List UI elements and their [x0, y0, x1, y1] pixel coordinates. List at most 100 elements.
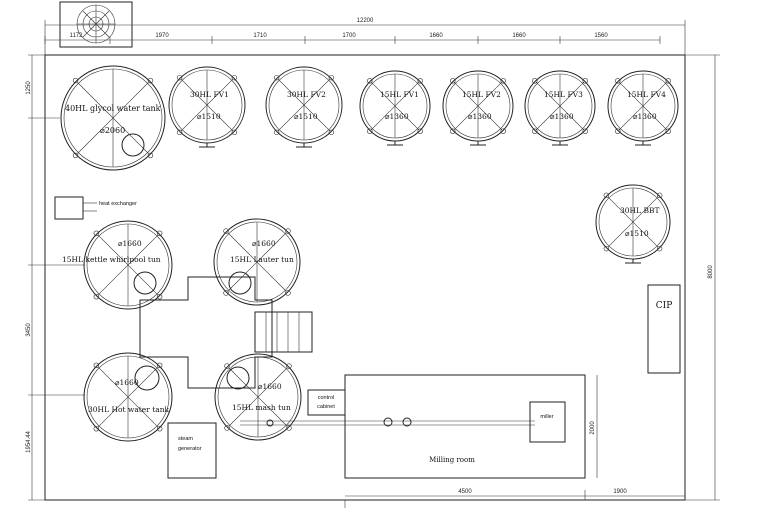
- tank-manhole: [134, 365, 160, 391]
- tank-shell: [83, 220, 173, 310]
- tank-leg-pad: [273, 74, 280, 81]
- left-dimensions: 1250 3450 1954.44: [26, 54, 85, 501]
- brewhouse-platform: [139, 276, 313, 389]
- tank-shell: [213, 218, 301, 306]
- tank-leg-pad: [231, 129, 238, 136]
- tank-label: 30HL Hot water tank: [88, 405, 170, 414]
- tank-leg-pad: [224, 363, 230, 369]
- tank-leg-pad: [285, 290, 291, 296]
- heat-exchanger: heat exchanger: [54, 196, 137, 220]
- tank-diameter: ⌀1510: [197, 112, 221, 121]
- tank-diameter: ⌀1660: [115, 378, 139, 387]
- tank-leg-pad: [656, 192, 663, 199]
- dim-top-seg-6: 1660: [512, 33, 526, 39]
- tank-manhole: [226, 366, 250, 390]
- tank-label: 15HL FV1: [380, 90, 419, 99]
- tank-label: 15HL FV4: [627, 90, 666, 99]
- tank-diameter: ⌀1360: [633, 112, 657, 121]
- tank-fv1_30: 30HL FV1 ⌀1510: [168, 66, 246, 148]
- tank-leg-pad: [156, 230, 163, 237]
- tank-diameter: ⌀1660: [252, 239, 276, 248]
- tank-leg-pad: [93, 230, 100, 237]
- tank-fv2_30: 30HL FV2⌀1510: [265, 66, 343, 148]
- steam-generator-label-1: steam: [178, 436, 193, 442]
- tank-diameter: ⌀1660: [258, 382, 282, 391]
- tank-leg-pad: [615, 128, 621, 134]
- tank-leg-pad: [93, 293, 100, 300]
- tank-diameter: ⌀2060: [100, 126, 125, 135]
- tank-label: 30HL FV1: [190, 90, 229, 99]
- cip-unit: CIP: [647, 284, 681, 374]
- milling-room: Milling room miller: [240, 374, 586, 479]
- dim-top-total: 12200: [357, 18, 374, 24]
- control-cabinet-label-1: control: [318, 395, 335, 401]
- tank-leg-pad: [367, 78, 373, 84]
- tank-leg-pad: [273, 129, 280, 136]
- tank-leg-pad: [224, 425, 230, 431]
- glycol-chiller-fan: [59, 1, 133, 48]
- dim-left-mid: 3450: [26, 323, 32, 337]
- tank-label: 30HL BBT: [620, 206, 659, 215]
- heat-exchanger-label: heat exchanger: [99, 201, 137, 207]
- tank-leg-pad: [532, 78, 538, 84]
- tank-leg-pad: [286, 363, 292, 369]
- tank-leg-pad: [615, 78, 621, 84]
- tank-label: 15HL mash tun: [232, 403, 291, 412]
- tank-leg-pad: [285, 228, 291, 234]
- tank-diameter: ⌀1360: [385, 112, 409, 121]
- control-cabinet: control cabinet: [307, 389, 346, 416]
- tank-bbt: 30HL BBT⌀1510: [595, 184, 671, 264]
- tank-leg-pad: [603, 245, 610, 252]
- tank-diameter: ⌀1360: [468, 112, 492, 121]
- tank-glycol: 40HL glycol water tank⌀2060: [60, 65, 166, 171]
- tank-manhole: [228, 271, 252, 295]
- dim-top-seg-2: 1970: [155, 33, 169, 39]
- dim-top-seg-3: 1710: [253, 33, 267, 39]
- tank-leg-pad: [450, 78, 456, 84]
- dim-left-top: 1250: [26, 81, 32, 95]
- tank-diameter: ⌀1360: [550, 112, 574, 121]
- tank-leg-pad: [450, 128, 456, 134]
- tank-shell: [83, 352, 173, 442]
- tank-leg-pad: [417, 78, 423, 84]
- steam-generator: steam generator: [167, 422, 217, 479]
- dim-right-total: 8000: [708, 265, 714, 279]
- tank-leg-pad: [176, 129, 183, 136]
- tank-leg-pad: [500, 78, 506, 84]
- tank-leg-pad: [417, 128, 423, 134]
- tank-leg-pad: [72, 77, 79, 84]
- tank-leg-pad: [231, 74, 238, 81]
- tank-manhole: [121, 133, 145, 157]
- dim-top-seg-1: 1172: [70, 33, 84, 39]
- tank-diameter: ⌀1660: [118, 239, 142, 248]
- dim-bottom-right: 1900: [613, 489, 627, 495]
- tank-leg-pad: [582, 78, 588, 84]
- tank-label: 15HL FV3: [544, 90, 583, 99]
- tank-leg-pad: [603, 192, 610, 199]
- tank-leg-pad: [582, 128, 588, 134]
- dim-right-room: 2000: [590, 421, 596, 435]
- tank-layer: 40HL glycol water tank⌀2060 30HL FV1 ⌀1510…: [60, 65, 679, 442]
- tank-fv4_15: 15HL FV4 ⌀1360: [607, 70, 679, 146]
- tank-leg-pad: [156, 293, 163, 300]
- tank-kettle: 15HL kettle whirlpool tun ⌀1660: [62, 220, 173, 310]
- milling-room-label: Milling room: [429, 456, 475, 464]
- tank-leg-pad: [223, 228, 229, 234]
- building-outline: [44, 54, 686, 501]
- tank-fv1_15: 15HL FV1 ⌀1360: [359, 70, 431, 146]
- tank-diameter: ⌀1510: [294, 112, 318, 121]
- tank-leg-pad: [93, 425, 100, 432]
- tank-leg-pad: [328, 129, 335, 136]
- tank-shell: [60, 65, 166, 171]
- tank-leg-pad: [367, 128, 373, 134]
- tank-shell: [214, 353, 302, 441]
- tank-leg-pad: [665, 128, 671, 134]
- tank-label: 15HL kettle whirlpool tun: [62, 255, 161, 264]
- tank-hotwater: 30HL Hot water tank ⌀1660: [83, 352, 173, 442]
- tank-leg-pad: [147, 152, 154, 159]
- tank-leg-pad: [93, 362, 100, 369]
- tank-leg-pad: [286, 425, 292, 431]
- tank-lauter: 15HL Lauter tun⌀1660: [213, 218, 301, 306]
